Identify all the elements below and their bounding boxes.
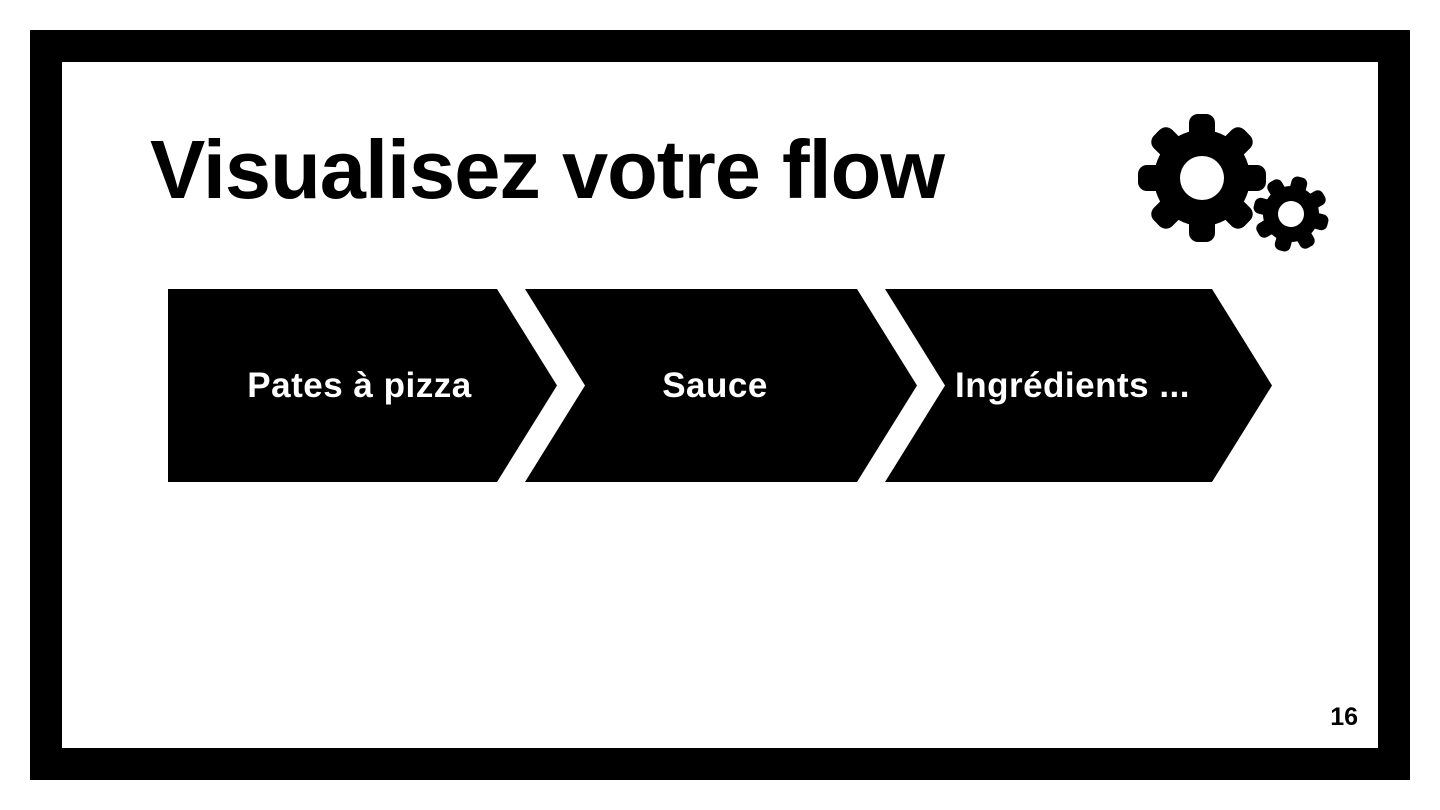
flow-step-ingredients: Ingrédients ... (885, 289, 1272, 482)
flow-step-label: Pates à pizza (247, 365, 472, 405)
flow-step-sauce: Sauce (525, 289, 917, 482)
page-title: Visualisez votre flow (150, 123, 945, 216)
page-number: 16 (1330, 703, 1358, 731)
small-gear-icon (1253, 176, 1329, 252)
process-flow-diagram: Pates à pizza Sauce Ingrédients ... (0, 289, 1440, 482)
large-gear-icon (1138, 114, 1266, 242)
flow-step-label: Sauce (662, 365, 768, 405)
flow-step-pates-a-pizza: Pates à pizza (168, 289, 557, 482)
gears-icon (1138, 114, 1329, 252)
flow-step-label: Ingrédients ... (954, 365, 1191, 405)
